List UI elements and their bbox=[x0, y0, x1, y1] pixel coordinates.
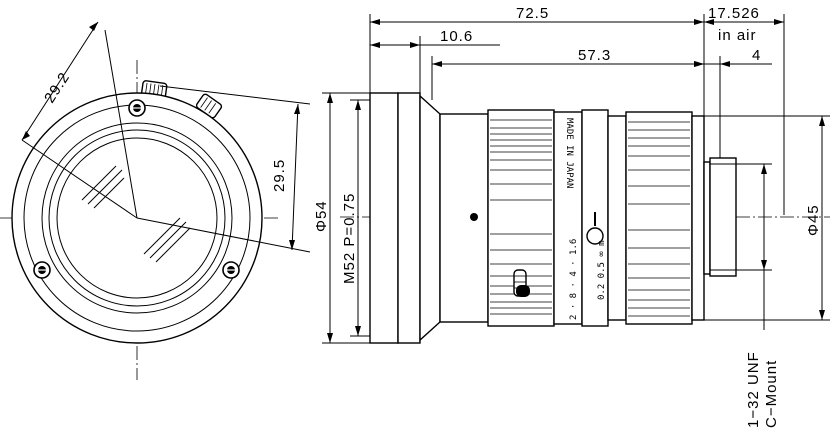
focus-scale: 0.2 0.5 ∞ m bbox=[597, 240, 607, 300]
side-view: MADE IN JAPAN 2 · 8 · 4 · 1.6 0.2 0.5 ∞ … bbox=[313, 5, 830, 428]
front-ring-3 bbox=[41, 122, 233, 314]
front-taper bbox=[419, 94, 441, 342]
dim-29-5-extension-b bbox=[159, 85, 311, 105]
mount-thread-label: 1−32 UNF bbox=[745, 351, 762, 428]
front-ring-4 bbox=[48, 129, 226, 307]
dim-phi54-label: Φ54 bbox=[313, 200, 330, 232]
c-mount-thread bbox=[709, 157, 737, 277]
front-view: 29.2 29.5 bbox=[0, 21, 311, 380]
dim-57-3-label: 57.3 bbox=[578, 47, 611, 64]
dim-29-5-line bbox=[291, 103, 299, 251]
made-in-label: MADE IN JAPAN bbox=[564, 118, 574, 188]
dim-29-2-label: 29.2 bbox=[41, 69, 73, 106]
focus-ring-knurl bbox=[628, 121, 690, 317]
front-screw-right bbox=[222, 261, 240, 279]
front-glass-outline bbox=[56, 137, 218, 299]
barrel-front bbox=[439, 113, 489, 323]
iris-ring-knurl-top bbox=[490, 119, 552, 201]
glass-reflection bbox=[81, 165, 191, 263]
dim-in-air-label: in air bbox=[718, 27, 757, 44]
aperture-scale: 2 · 8 · 4 · 1.6 bbox=[569, 239, 579, 320]
dim-29-5-label: 29.5 bbox=[271, 159, 288, 192]
scale-ring bbox=[553, 111, 583, 325]
dim-29-2-extension-a bbox=[104, 29, 138, 219]
front-screw-left bbox=[33, 261, 51, 279]
rear-flange bbox=[691, 115, 705, 321]
mount-shoulder bbox=[703, 161, 711, 275]
dim-29-2-leader bbox=[21, 139, 138, 219]
mount-type-label: C−Mount bbox=[763, 360, 780, 428]
dim-4-label: 4 bbox=[752, 47, 761, 64]
dim-29-5-extension-a bbox=[136, 217, 311, 253]
dim-10-6-label: 10.6 bbox=[440, 28, 473, 45]
front-bezel bbox=[397, 92, 421, 344]
iris-lock-screw bbox=[513, 269, 530, 297]
barrel-marker-dot bbox=[470, 213, 478, 221]
dim-29-2-line bbox=[21, 21, 99, 141]
focus-index-circle bbox=[586, 227, 604, 245]
intermediate-ring bbox=[607, 115, 627, 321]
dim-phi45-label: Φ45 bbox=[805, 204, 822, 236]
front-screw-top bbox=[128, 99, 146, 117]
front-filter-ring bbox=[369, 92, 399, 344]
dim-72-5-label: 72.5 bbox=[516, 5, 549, 22]
dim-m52-label: M52 P=0.75 bbox=[341, 193, 358, 284]
dim-17-526-label: 17.526 bbox=[708, 5, 760, 22]
focus-ring bbox=[625, 111, 693, 325]
